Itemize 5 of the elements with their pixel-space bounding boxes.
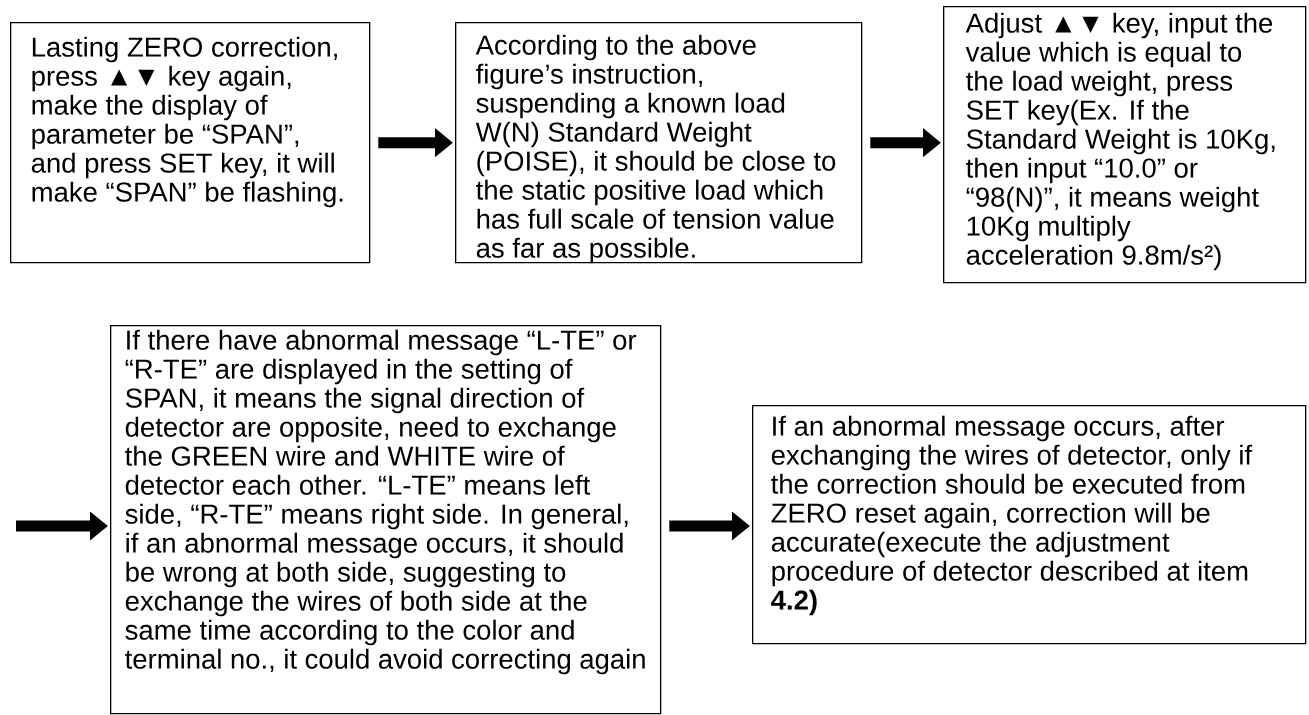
text-box: Adjust ▲▼ key, input the value which is equal to the load weight, press SET key(Ex. If the Standard Weight is 10Kg, then input “10.0” or “98(N)”, it means weight 10Kg multiply acceleration 9.8m/s²) bbox=[943, 6, 1307, 284]
text-box: According to the above figure’s instruction, suspending a known load W(N) Standard Weight (POISE), it should be close to the static positive load which has full scale of tension value as far as possible. bbox=[455, 22, 863, 264]
text-box: Lasting ZERO correction, press ▲▼ key again, make the display of parameter be “SPAN”, and press SET key, it will make “SPAN” be flashing. bbox=[10, 22, 371, 264]
text-box: If an abnormal message occurs, after exchanging the wires of detector, only if the correction should be executed from ZERO reset again, correction will be accurate(execute the adjustment procedure of detector described at item 4.2) bbox=[752, 405, 1307, 645]
text-box: If there have abnormal message “L-TE” or “R-TE” are displayed in the setting of SPAN, it means the signal direction of detector are opposite, need to exchange the GREEN wire and WHITE wire of detector each other. “L-TE” means left side, “R-TE” means right side. In general, if an abnormal message occurs, it should be wrong at both side, suggesting to exchange the wires of both side at the same time according to the color and terminal no., it could avoid correcting again bbox=[110, 325, 662, 715]
